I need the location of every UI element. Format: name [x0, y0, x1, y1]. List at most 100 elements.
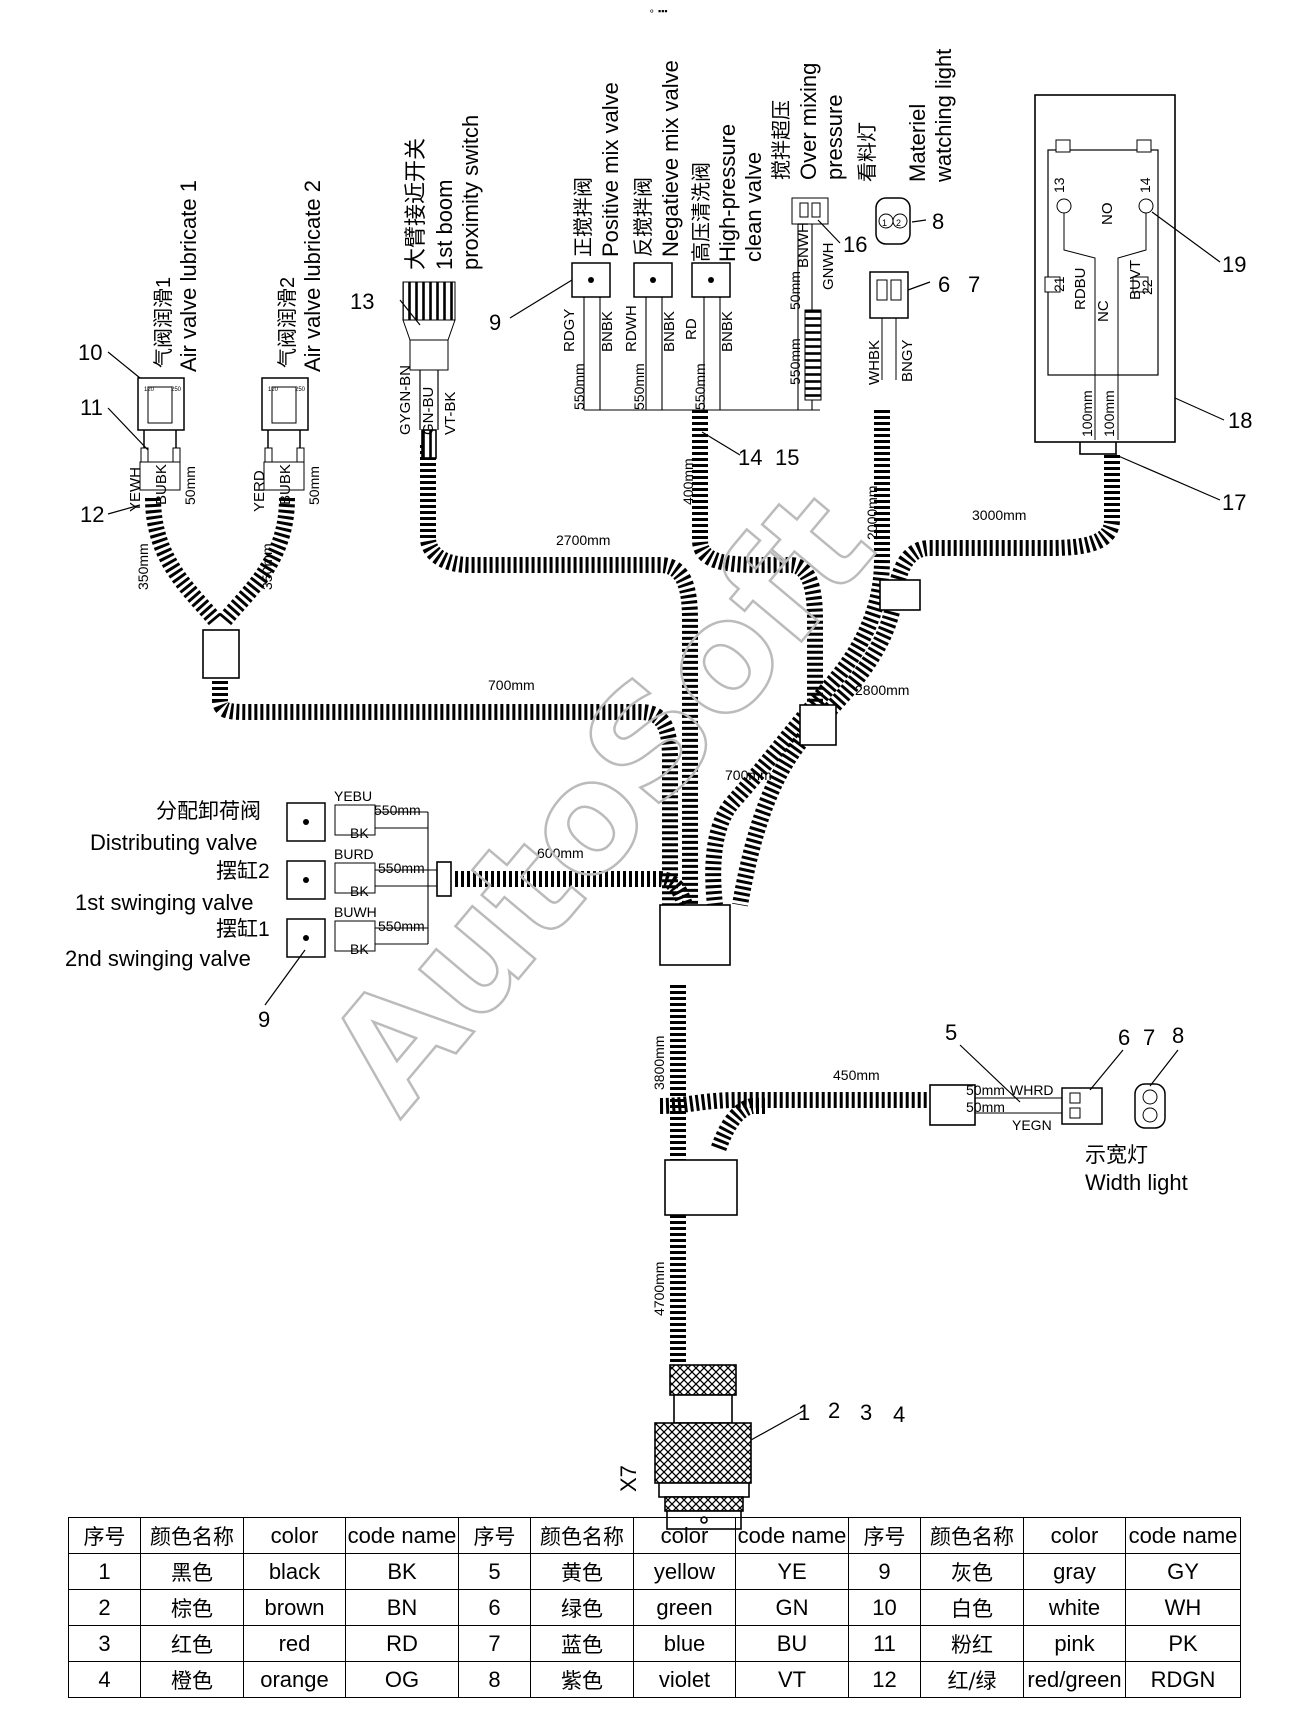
svg-text:3000mm: 3000mm	[972, 507, 1026, 523]
svg-text:6: 6	[1118, 1025, 1130, 1050]
svg-text:GYGN-BN: GYGN-BN	[397, 365, 414, 435]
svg-text:15: 15	[775, 445, 799, 470]
svg-text:BUVT: BUVT	[1127, 260, 1144, 300]
table-row: 4 橙色 orange OG 8 紫色 violet VT 12 红/绿 red…	[68, 1661, 1241, 1698]
cell: 红/绿	[920, 1661, 1024, 1698]
svg-text:100mm: 100mm	[1101, 390, 1117, 437]
svg-text:示宽灯: 示宽灯	[1085, 1144, 1148, 1167]
svg-text:13: 13	[1051, 177, 1067, 193]
cell: GY	[1125, 1553, 1241, 1590]
cell: 4	[68, 1661, 141, 1698]
svg-text:550mm: 550mm	[571, 363, 587, 410]
svg-text:13: 13	[350, 289, 374, 314]
svg-text:NC: NC	[1095, 300, 1112, 322]
svg-text:120: 120	[144, 387, 155, 393]
air-valve-labels: 气阀润滑1 Air valve lubricate 1 气阀润滑2 Air va…	[127, 180, 325, 590]
cell: 红色	[140, 1625, 244, 1662]
cell: 8	[458, 1661, 531, 1698]
svg-text:RD: RD	[683, 318, 700, 340]
cell: 2	[68, 1589, 141, 1626]
svg-text:GN-BU: GN-BU	[420, 387, 437, 435]
header-cell: 颜色名称	[530, 1517, 634, 1554]
cell: BK	[345, 1553, 459, 1590]
svg-text:5: 5	[945, 1020, 957, 1045]
cell: 蓝色	[530, 1625, 634, 1662]
svg-text:9: 9	[258, 1007, 270, 1032]
svg-text:3800mm: 3800mm	[651, 1036, 667, 1090]
cell: PK	[1125, 1625, 1241, 1662]
svg-text:250: 250	[295, 387, 306, 393]
svg-text:Positive mix valve: Positive mix valve	[598, 82, 623, 257]
header-mark: ⚬ ▪▪▪	[648, 6, 668, 16]
cell: YE	[735, 1553, 849, 1590]
svg-text:700mm: 700mm	[725, 767, 772, 783]
svg-text:11: 11	[80, 395, 103, 420]
svg-text:YEWH: YEWH	[127, 467, 144, 512]
cell: RDGN	[1125, 1661, 1241, 1698]
svg-text:YEBU: YEBU	[334, 788, 372, 804]
svg-text:6: 6	[938, 272, 950, 297]
cell: 黄色	[530, 1553, 634, 1590]
cell: 黑色	[140, 1553, 244, 1590]
svg-text:Materiel: Materiel	[905, 104, 930, 182]
svg-text:气阀润滑1: 气阀润滑1	[152, 277, 175, 368]
header-cell: 序号	[848, 1517, 921, 1554]
svg-text:2: 2	[828, 1398, 840, 1423]
cell: BN	[345, 1589, 459, 1626]
svg-text:550mm: 550mm	[374, 802, 421, 818]
svg-text:Over mixing: Over mixing	[796, 63, 821, 180]
cell: 3	[68, 1625, 141, 1662]
cell: pink	[1023, 1625, 1126, 1662]
svg-text:12: 12	[80, 502, 104, 527]
svg-text:Negatieve mix valve: Negatieve mix valve	[658, 60, 683, 257]
cell: 12	[848, 1661, 921, 1698]
svg-text:Distributing valve: Distributing valve	[90, 830, 258, 855]
svg-text:8: 8	[932, 209, 944, 234]
svg-text:350mm: 350mm	[135, 543, 151, 590]
mix-valve-group: 正搅拌阀 Positive mix valve 反搅拌阀 Negatieve m…	[561, 60, 847, 505]
svg-text:RDBU: RDBU	[1072, 267, 1089, 310]
svg-text:搅拌超压: 搅拌超压	[770, 100, 793, 180]
svg-text:19: 19	[1222, 252, 1246, 277]
svg-text:WHRD: WHRD	[1010, 1082, 1054, 1098]
cell: yellow	[633, 1553, 736, 1590]
svg-text:350mm: 350mm	[259, 543, 275, 590]
svg-text:BNBK: BNBK	[599, 311, 616, 352]
cell: BU	[735, 1625, 849, 1662]
cell: 橙色	[140, 1661, 244, 1698]
svg-text:14: 14	[1137, 177, 1153, 193]
table-row: 1 黑色 black BK 5 黄色 yellow YE 9 灰色 gray G…	[68, 1553, 1241, 1590]
svg-text:1: 1	[882, 218, 887, 228]
cell: blue	[633, 1625, 736, 1662]
svg-text:分配卸荷阀: 分配卸荷阀	[156, 800, 261, 823]
svg-text:BK: BK	[350, 825, 369, 841]
header-cell: code name	[345, 1517, 459, 1554]
svg-text:BK: BK	[350, 883, 369, 899]
svg-text:NO: NO	[1099, 203, 1116, 226]
svg-text:正搅拌阀: 正搅拌阀	[572, 177, 595, 257]
header-cell: 颜色名称	[140, 1517, 244, 1554]
svg-text:7: 7	[1143, 1025, 1155, 1050]
svg-text:proximity switch: proximity switch	[458, 115, 483, 270]
cell: orange	[243, 1661, 346, 1698]
svg-text:2700mm: 2700mm	[556, 532, 610, 548]
svg-text:50mm: 50mm	[966, 1082, 1005, 1098]
svg-text:摆缸1: 摆缸1	[216, 918, 270, 941]
svg-text:大臂接近开关: 大臂接近开关	[403, 138, 428, 270]
cell: green	[633, 1589, 736, 1626]
svg-text:7: 7	[968, 272, 980, 297]
svg-text:22: 22	[1139, 279, 1155, 295]
table-row: 2 棕色 brown BN 6 绿色 green GN 10 白色 white …	[68, 1589, 1241, 1626]
svg-text:clean valve: clean valve	[741, 152, 766, 262]
svg-text:100mm: 100mm	[1079, 390, 1095, 437]
air-valve-1-solenoid: 120 250	[137, 377, 185, 491]
header-cell: code name	[735, 1517, 849, 1554]
svg-text:120: 120	[268, 387, 279, 393]
cell: 7	[458, 1625, 531, 1662]
svg-text:450mm: 450mm	[833, 1067, 880, 1083]
svg-text:2nd swinging valve: 2nd swinging valve	[65, 946, 251, 971]
svg-text:600mm: 600mm	[537, 845, 584, 861]
cell: black	[243, 1553, 346, 1590]
cell: 绿色	[530, 1589, 634, 1626]
